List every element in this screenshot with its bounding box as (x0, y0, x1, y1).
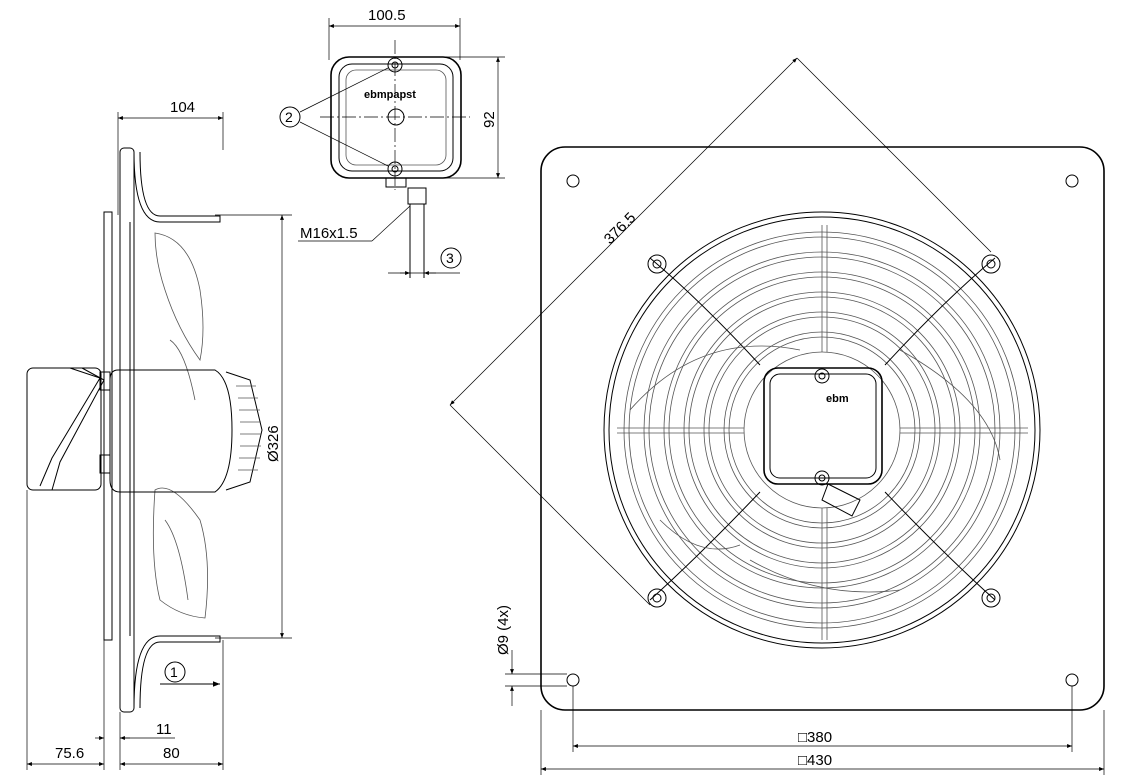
mounting-hole-icon (566, 673, 580, 687)
mounting-hole-icon (1065, 673, 1079, 687)
dim-hole-pitch: □380 (798, 729, 832, 746)
front-view: ebm 376.5 Ø9 (4x) □380 □430 (449, 57, 1105, 775)
dim-ring-diameter: Ø326 (265, 425, 282, 462)
dim-diagonal: 376.5 (601, 209, 640, 248)
ebm-logo: ebm (826, 393, 849, 405)
screw-icon (647, 588, 667, 608)
callout-1: 1 (170, 664, 178, 680)
dim-cable-gland: M16x1.5 (300, 225, 358, 242)
dim-terminal-width: 100.5 (368, 7, 406, 24)
mounting-plate (540, 146, 1105, 711)
dim-depth-front: 75.6 (55, 745, 84, 762)
motor-fins (236, 385, 261, 471)
screw-icon (981, 254, 1001, 274)
fan-guard (603, 211, 1041, 649)
ebmpapst-logo: ebmpapst (364, 89, 416, 101)
mounting-hole-icon (566, 174, 580, 188)
screw-icon (814, 368, 830, 384)
terminal-box-inner (338, 63, 454, 172)
callout-2: 2 (285, 109, 293, 125)
dim-side-depth: 104 (170, 99, 195, 116)
front-terminal-box (763, 367, 883, 485)
terminal-box-lid (345, 69, 447, 166)
dim-plate-size: □430 (798, 752, 832, 769)
terminal-box-view: 100.5 92 ebmpapst 3 M16x1. (279, 7, 505, 278)
side-view: 104 Ø326 (26, 99, 292, 770)
screw-icon (387, 57, 403, 73)
mounting-hole-icon (1065, 174, 1079, 188)
callout-3: 3 (446, 250, 454, 266)
screw-icon (981, 588, 1001, 608)
dim-terminal-height: 92 (481, 111, 498, 128)
terminal-box-outer (330, 56, 462, 179)
dim-depth-rear: 80 (163, 745, 180, 762)
dim-flange-thickness: 11 (156, 721, 172, 738)
screw-icon (814, 470, 830, 486)
dim-hole-diameter: Ø9 (4x) (495, 605, 512, 655)
screw-icon (387, 161, 403, 177)
